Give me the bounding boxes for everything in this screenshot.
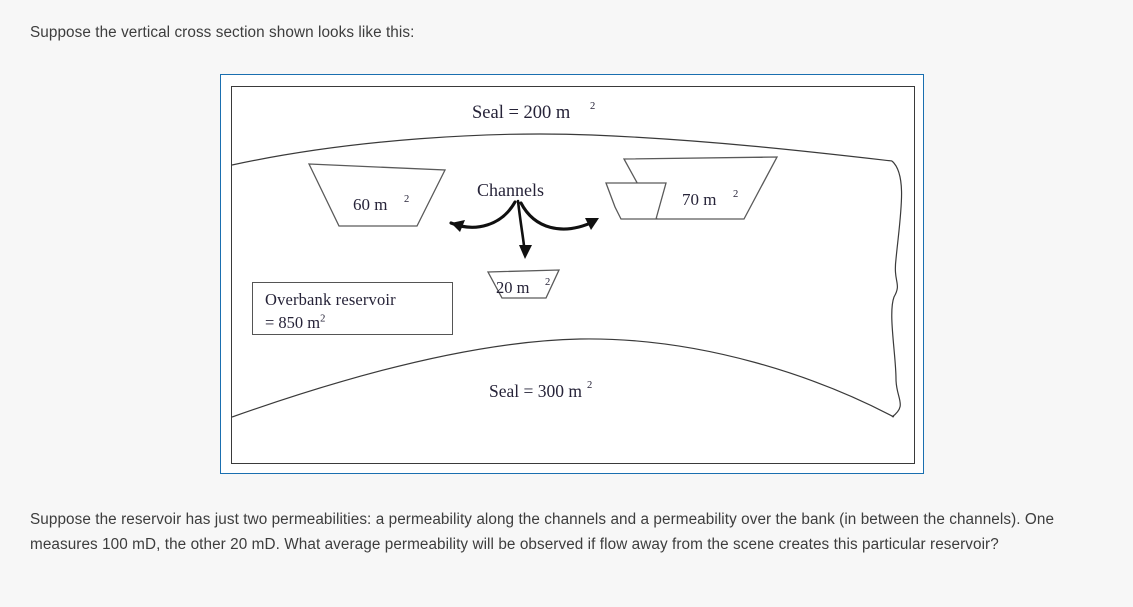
question-text: Suppose the reservoir has just two perme… <box>30 511 1055 553</box>
channels-arrow-left-head <box>451 220 465 232</box>
intro-text: Suppose the vertical cross section shown… <box>30 24 415 41</box>
label-channel-center-exponent: 2 <box>545 277 550 288</box>
cross-section-diagram: Seal = 200 m 2 Channels 60 m 2 20 m 2 70… <box>232 101 903 418</box>
channels-arrow-center-head <box>519 245 532 259</box>
overbank-label-line1: Overbank reservoir <box>265 290 396 309</box>
label-top-seal: Seal = 200 m <box>472 103 571 123</box>
overbank-reservoir-box: Overbank reservoir = 850 m2 <box>252 282 453 335</box>
figure-inner-border: Seal = 200 m 2 Channels 60 m 2 20 m 2 70… <box>231 86 915 464</box>
label-channel-center: 20 m <box>496 278 530 297</box>
overbank-area-value: = 850 m <box>265 313 321 333</box>
channels-arrow-right <box>519 201 597 231</box>
channel-shape-right-lobe <box>605 182 667 220</box>
label-bottom-seal: Seal = 300 m <box>489 381 582 401</box>
label-channel-right: 70 m <box>682 190 716 209</box>
channel-shape-left <box>307 163 447 227</box>
overbank-label-line2: = 850 m2 <box>265 311 452 334</box>
top-seal-curve <box>232 133 893 166</box>
channels-arrow-right-head <box>585 218 599 230</box>
right-brace-curve <box>891 160 903 418</box>
label-channel-right-exponent: 2 <box>733 189 738 200</box>
overbank-area-exponent: 2 <box>320 313 326 325</box>
label-top-seal-exponent: 2 <box>590 101 595 112</box>
figure-frame: Seal = 200 m 2 Channels 60 m 2 20 m 2 70… <box>220 74 924 474</box>
bottom-seal-curve <box>232 338 895 418</box>
label-channel-left: 60 m <box>353 195 387 214</box>
label-bottom-seal-exponent: 2 <box>587 380 592 391</box>
label-channel-left-exponent: 2 <box>404 194 409 205</box>
channel-shape-center <box>486 269 561 299</box>
label-channels: Channels <box>477 180 544 200</box>
